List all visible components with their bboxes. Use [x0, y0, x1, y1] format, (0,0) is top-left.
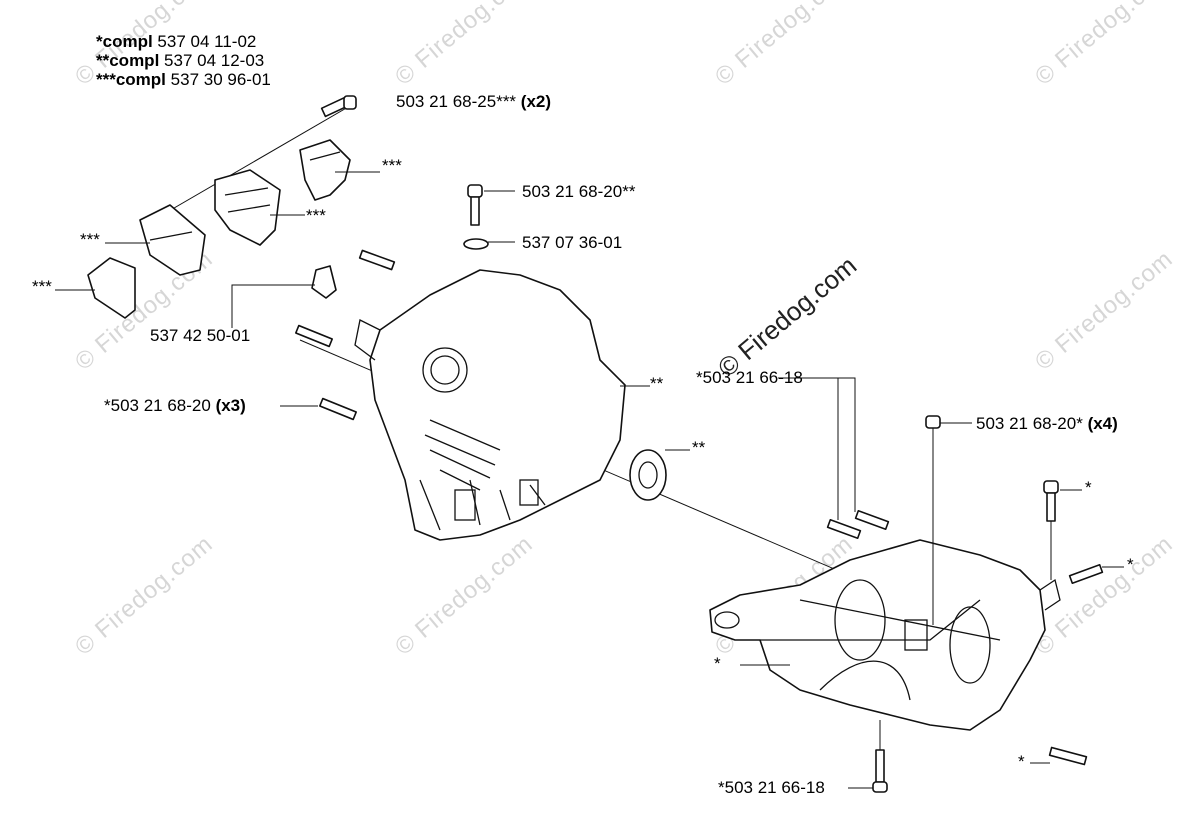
screw-right-vertical — [1043, 480, 1059, 580]
label-star3-a: *** — [382, 156, 402, 175]
crankcase-half-right — [709, 539, 1046, 731]
label-star1-a: * — [1085, 478, 1092, 497]
crankcase-half-left — [369, 269, 626, 541]
label-star2-b: ** — [692, 438, 706, 457]
screw-top — [320, 95, 357, 118]
label-screw-right-top: *503 21 66-18 — [696, 368, 803, 387]
screw-bottom — [872, 720, 888, 793]
label-screw-top: 503 21 68-25*** (x2) — [396, 92, 552, 111]
label-star2-a: ** — [650, 374, 664, 393]
legend-row: *compl 537 04 11-02 — [96, 32, 257, 51]
label-star1-b: * — [1127, 555, 1134, 574]
label-screw-left: *503 21 68-20 (x3) — [104, 396, 246, 415]
label-star3-b: *** — [306, 206, 326, 225]
label-screw-right: 503 21 68-20* (x4) — [976, 414, 1118, 433]
screw-right-pair — [826, 509, 890, 540]
clamp-part-middle — [214, 169, 281, 246]
axis-line — [149, 102, 356, 223]
label-star1-c: * — [714, 654, 721, 673]
screw-mid — [467, 184, 483, 226]
label-star1-d: * — [1018, 752, 1025, 771]
clamp-part-left — [139, 204, 206, 276]
label-bracket: 537 42 50-01 — [150, 326, 251, 345]
label-screw-mid: 503 21 68-20** — [522, 182, 636, 201]
bearing — [629, 449, 667, 501]
label-star3-d: *** — [32, 277, 52, 296]
clamp-part-bottom — [87, 257, 136, 319]
clamp-part-top — [299, 139, 351, 201]
legend-row: **compl 537 04 12-03 — [96, 51, 265, 70]
screw-right-side — [1068, 563, 1104, 585]
screw-left-lower — [319, 397, 357, 421]
bracket-small — [311, 265, 337, 299]
compl-legend: *compl 537 04 11-02 **compl 537 04 12-03… — [96, 32, 271, 89]
label-washer: 537 07 36-01 — [522, 233, 623, 252]
screw-right-top — [925, 415, 941, 625]
label-star3-c: *** — [80, 230, 100, 249]
label-screw-bottom: *503 21 66-18 — [718, 778, 825, 797]
washer — [463, 238, 489, 250]
screw-left-mid — [295, 324, 333, 348]
legend-row: ***compl 537 30 96-01 — [96, 70, 271, 89]
screw-right-bottom — [1048, 746, 1088, 766]
screw-left-upper — [358, 249, 396, 271]
